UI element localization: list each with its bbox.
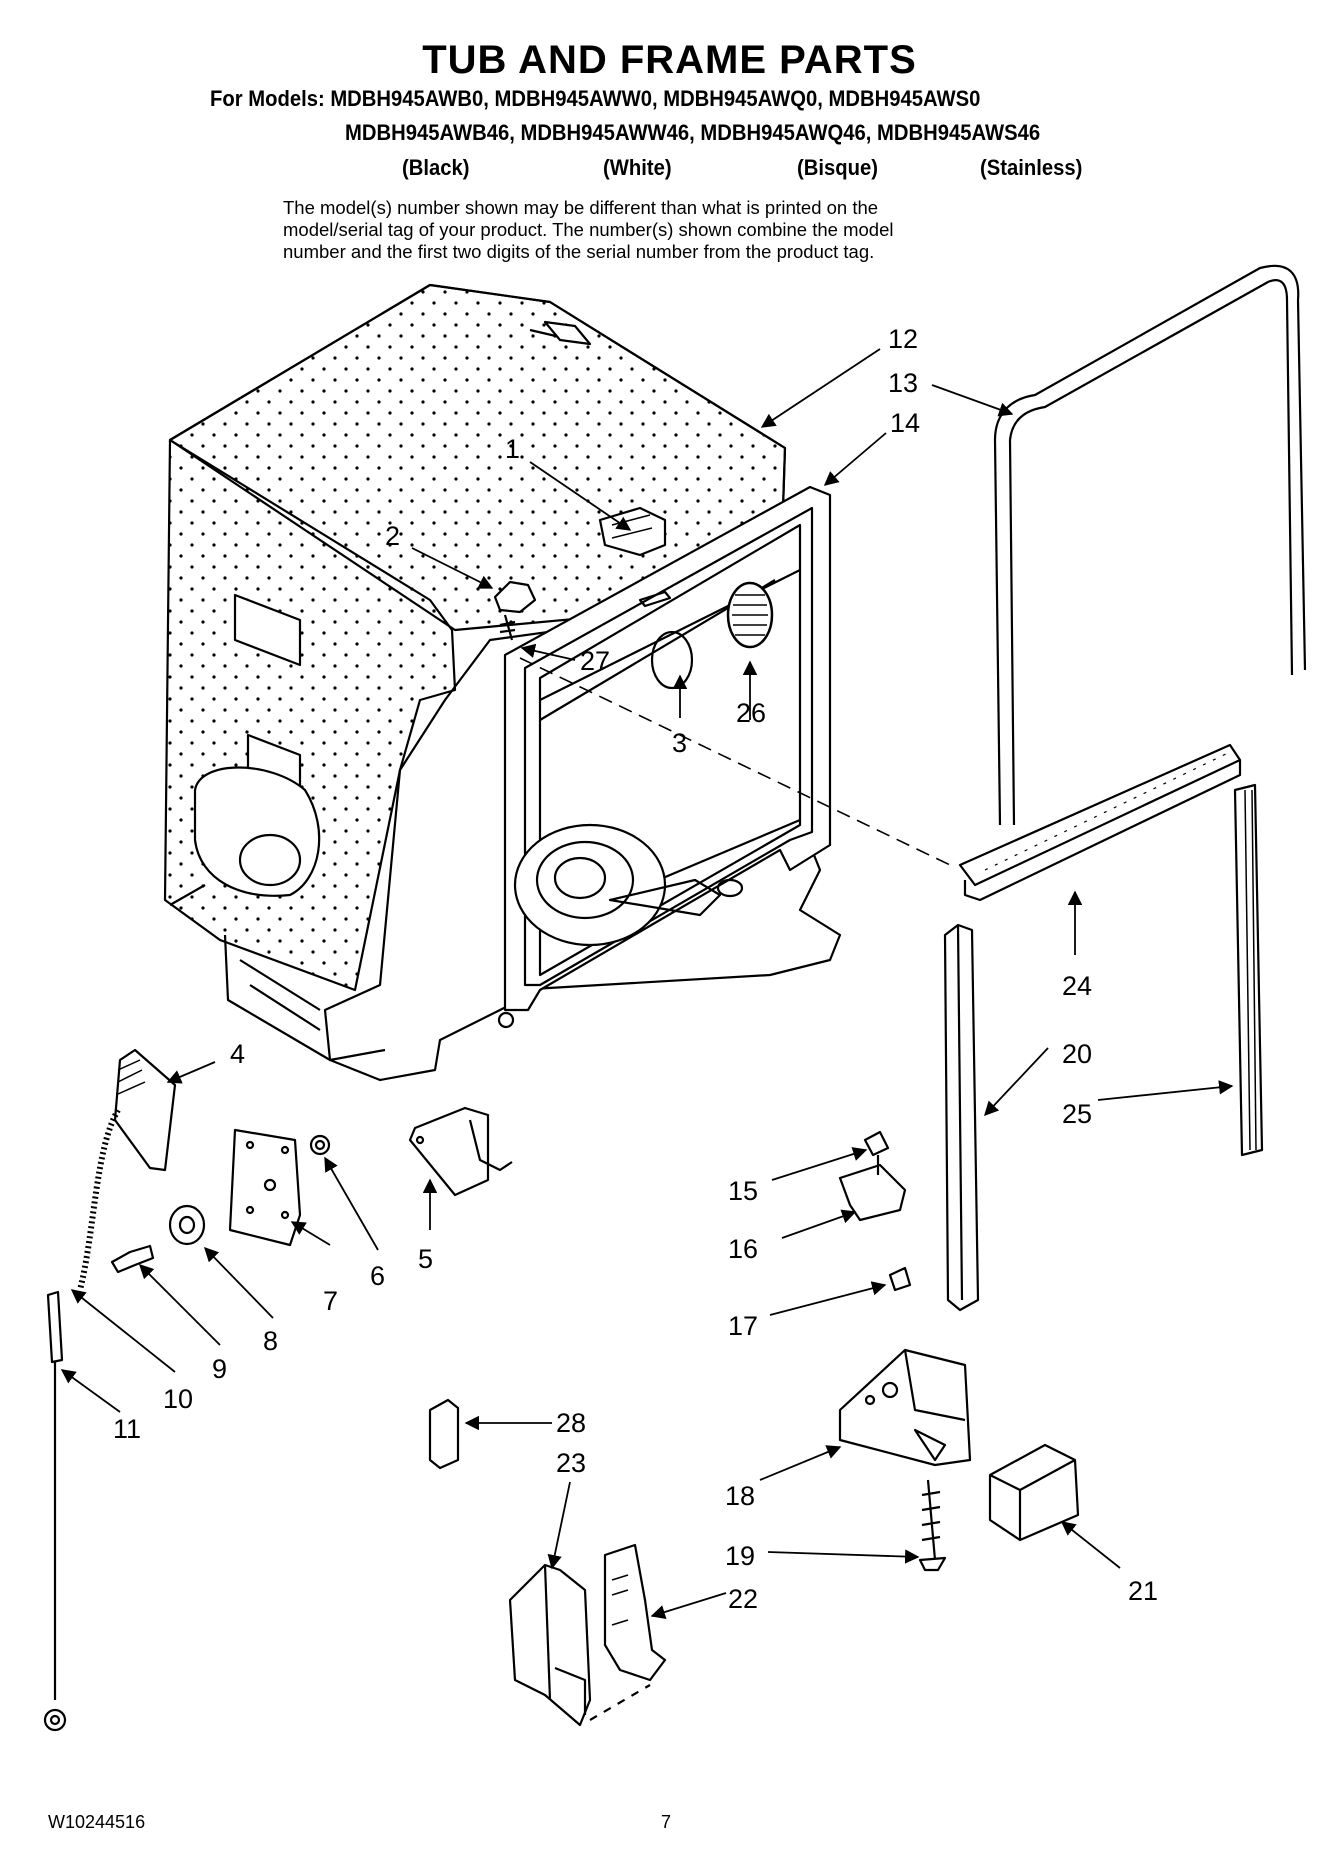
leader-20 bbox=[984, 1047, 1049, 1117]
callout-23: 23 bbox=[556, 1448, 586, 1478]
callout-10: 10 bbox=[163, 1384, 193, 1414]
callout-7: 7 bbox=[323, 1286, 338, 1316]
model-number-note: The model(s) number shown may be differe… bbox=[283, 197, 1103, 263]
color-black-label: (Black) bbox=[402, 155, 470, 180]
leader-25 bbox=[1097, 1080, 1234, 1101]
leader-23 bbox=[547, 1481, 571, 1570]
callout-18: 18 bbox=[725, 1481, 755, 1511]
leader-13 bbox=[931, 384, 1014, 417]
callout-19: 19 bbox=[725, 1541, 755, 1571]
leader-12 bbox=[760, 348, 881, 428]
leader-15 bbox=[771, 1147, 868, 1181]
leader-11 bbox=[60, 1369, 121, 1413]
part-15-leg bbox=[863, 1130, 890, 1157]
callout-12: 12 bbox=[888, 324, 918, 354]
page-title: TUB AND FRAME PARTS bbox=[422, 38, 917, 82]
note-line-2: model/serial tag of your product. The nu… bbox=[283, 219, 894, 240]
leader-17 bbox=[769, 1281, 887, 1316]
part-25-strip bbox=[1233, 783, 1264, 1157]
callout-5: 5 bbox=[418, 1244, 433, 1274]
callout-8: 8 bbox=[263, 1326, 278, 1356]
leader-7 bbox=[290, 1221, 331, 1246]
part-22-bracket bbox=[603, 1543, 667, 1682]
leader-2 bbox=[411, 547, 494, 589]
part-17-screw bbox=[888, 1266, 912, 1292]
callout-13: 13 bbox=[888, 368, 918, 398]
part-6-nut bbox=[309, 1134, 331, 1156]
leader-6 bbox=[324, 1156, 379, 1251]
models-line-2: MDBH945AWB46, MDBH945AWW46, MDBH945AWQ46… bbox=[345, 120, 1041, 145]
color-white-label: (White) bbox=[603, 155, 672, 180]
leader-21 bbox=[1060, 1521, 1121, 1569]
part-16-bracket bbox=[838, 1163, 907, 1222]
callout-16: 16 bbox=[728, 1234, 758, 1264]
callout-11: 11 bbox=[113, 1414, 141, 1444]
document-number: W10244516 bbox=[48, 1812, 146, 1832]
callout-25: 25 bbox=[1062, 1099, 1092, 1129]
callout-14: 14 bbox=[890, 408, 920, 438]
leader-9 bbox=[138, 1263, 221, 1346]
models-line-1: For Models: MDBH945AWB0, MDBH945AWW0, MD… bbox=[210, 86, 981, 111]
part-2-clip bbox=[493, 580, 537, 614]
callout-26: 26 bbox=[736, 698, 766, 728]
leader-14 bbox=[823, 432, 887, 486]
part-18-bracket bbox=[838, 1348, 972, 1467]
part-13-gasket bbox=[993, 439, 1016, 826]
door-frame-14 bbox=[497, 485, 832, 1029]
callout-27: 27 bbox=[580, 646, 610, 676]
part-23-bracket bbox=[508, 1563, 592, 1727]
leader-16 bbox=[781, 1209, 857, 1239]
part-24-strip bbox=[958, 743, 1242, 887]
part-27-screw bbox=[499, 614, 516, 641]
leader-22 bbox=[650, 1592, 727, 1620]
callout-28: 28 bbox=[556, 1408, 586, 1438]
leader-18 bbox=[759, 1445, 842, 1481]
part-9-bolt bbox=[110, 1244, 155, 1274]
part-10-spring bbox=[77, 1108, 121, 1291]
part-19-screw bbox=[921, 1479, 941, 1561]
note-line-1: The model(s) number shown may be differe… bbox=[283, 197, 879, 218]
leader-1 bbox=[529, 461, 632, 531]
callout-1: 1 bbox=[505, 434, 520, 464]
part-5-bracket bbox=[408, 1106, 490, 1197]
callout-24: 24 bbox=[1062, 971, 1092, 1001]
part-11-cable bbox=[46, 1290, 64, 1364]
callout-17: 17 bbox=[728, 1311, 758, 1341]
leader-4 bbox=[166, 1061, 216, 1084]
callout-3: 3 bbox=[672, 728, 687, 758]
callout-21: 21 bbox=[1128, 1576, 1158, 1606]
color-bisque-label: (Bisque) bbox=[797, 155, 878, 180]
part-8-pulley bbox=[168, 1204, 206, 1246]
callout-20: 20 bbox=[1062, 1039, 1092, 1069]
leader-10 bbox=[70, 1289, 176, 1373]
note-line-3: number and the first two digits of the s… bbox=[283, 241, 875, 262]
callout-15: 15 bbox=[728, 1176, 758, 1206]
callout-2: 2 bbox=[385, 521, 400, 551]
leader-19 bbox=[767, 1549, 920, 1564]
page-number: 7 bbox=[661, 1812, 672, 1832]
callout-6: 6 bbox=[370, 1261, 385, 1291]
callout-22: 22 bbox=[728, 1584, 758, 1614]
callout-9: 9 bbox=[212, 1354, 227, 1384]
leader-27 bbox=[520, 643, 576, 661]
color-stainless-label: (Stainless) bbox=[980, 155, 1083, 180]
part-28-trim bbox=[428, 1398, 460, 1470]
callout-4: 4 bbox=[230, 1039, 245, 1069]
part-21-cover bbox=[988, 1443, 1080, 1542]
leader-8 bbox=[203, 1246, 274, 1319]
